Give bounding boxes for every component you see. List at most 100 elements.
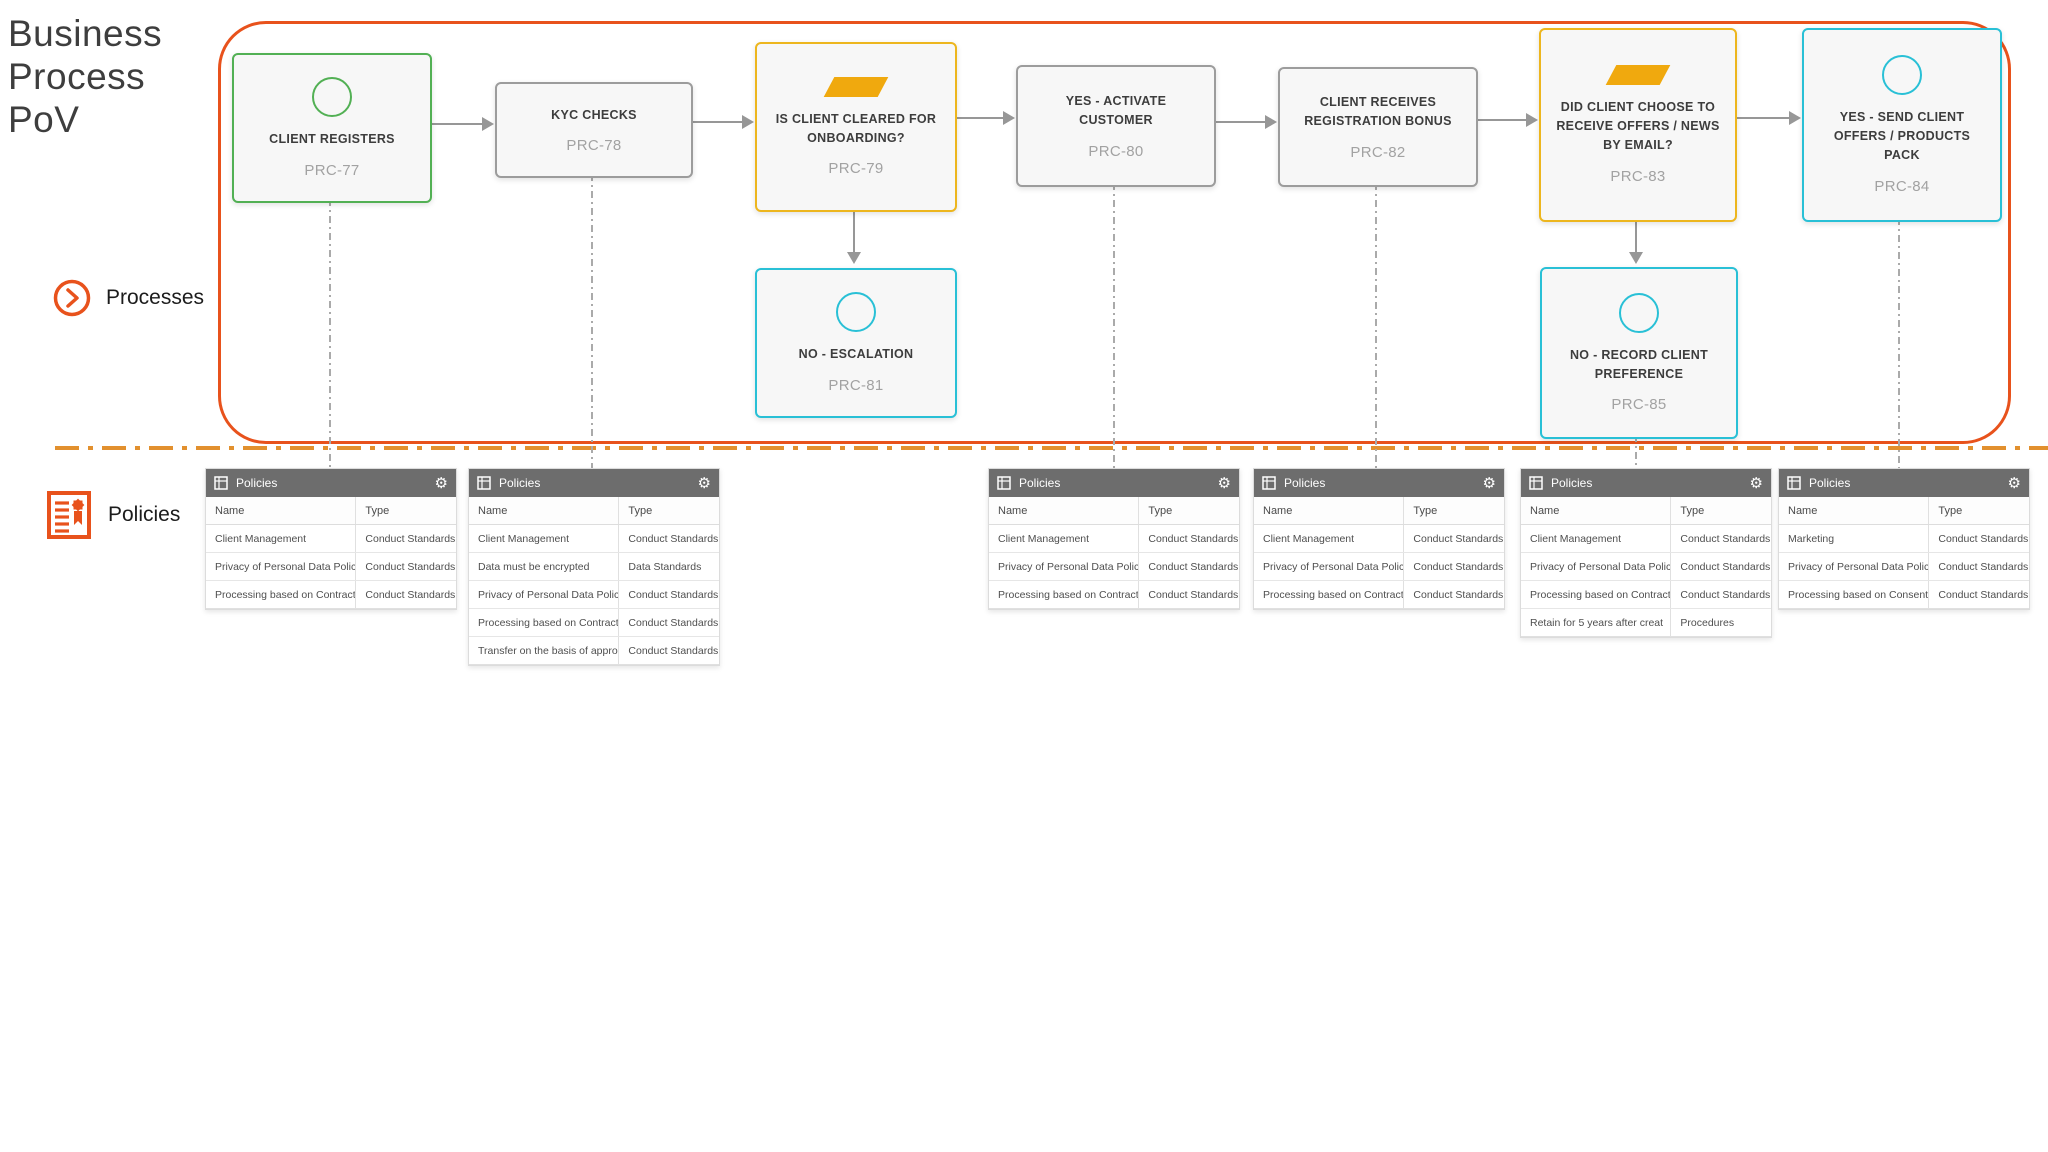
gear-icon[interactable]: ⚙ xyxy=(1217,474,1231,492)
policy-row[interactable]: Data must be encrypted Data Standards xyxy=(469,553,719,581)
policy-name-cell: Processing based on Contract xyxy=(1530,588,1671,601)
policy-name-cell: Marketing xyxy=(1788,532,1835,545)
policy-type-cell: Conduct Standards xyxy=(618,581,719,608)
table-icon xyxy=(1262,476,1276,490)
policy-name-cell: Processing based on Contract xyxy=(1263,588,1404,601)
process-node-label: YES - SEND CLIENT OFFERS / PRODUCTS PACK xyxy=(1833,110,1971,162)
node-to-table-connector xyxy=(1113,183,1115,468)
gear-icon[interactable]: ⚙ xyxy=(697,474,711,492)
arrow-head-icon xyxy=(1629,252,1643,264)
process-node-prc-83[interactable]: DID CLIENT CHOOSE TO RECEIVE OFFERS / NE… xyxy=(1539,28,1737,222)
arrow-shaft xyxy=(1475,118,1529,122)
policy-name-cell: Privacy of Personal Data Polic xyxy=(1530,560,1671,573)
process-node-code: PRC-83 xyxy=(1610,167,1666,185)
column-header-name: Name xyxy=(215,504,245,517)
process-node-prc-80[interactable]: YES - ACTIVATE CUSTOMER PRC-80 xyxy=(1016,65,1216,187)
policy-type-cell: Conduct Standards xyxy=(355,581,456,608)
process-node-label: YES - ACTIVATE CUSTOMER xyxy=(1065,94,1167,127)
arrow-head-icon xyxy=(1789,111,1801,125)
policy-type-cell: Conduct Standards xyxy=(1670,581,1771,608)
arrow-head-icon xyxy=(847,252,861,264)
page-title-line: Business xyxy=(8,13,163,54)
process-node-code: PRC-80 xyxy=(1088,142,1144,160)
process-node-label: IS CLIENT CLEARED FOR ONBOARDING? xyxy=(775,111,937,145)
policy-row[interactable]: Client Management Conduct Standards xyxy=(469,525,719,553)
table-icon xyxy=(1529,476,1543,490)
arrow-shaft xyxy=(1213,120,1268,124)
policy-type-cell: Conduct Standards xyxy=(1138,525,1239,552)
table-icon xyxy=(477,476,491,490)
policy-type-cell: Conduct Standards xyxy=(1138,553,1239,580)
legend-policies-label: Policies xyxy=(108,503,181,526)
policy-name-cell: Privacy of Personal Data Polic xyxy=(1788,560,1929,573)
process-node-prc-79[interactable]: IS CLIENT CLEARED FOR ONBOARDING?PRC-79 xyxy=(755,42,957,212)
table-icon xyxy=(214,476,228,490)
policy-row[interactable]: Marketing Conduct Standards xyxy=(1779,525,2029,553)
policy-name-cell: Client Management xyxy=(998,532,1090,545)
process-node-label: NO - RECORD CLIENT PREFERENCE xyxy=(1569,347,1709,381)
policy-type-cell: Conduct Standards xyxy=(1403,553,1504,580)
process-node-code: PRC-84 xyxy=(1874,177,1930,195)
flow-arrow-right xyxy=(1734,110,1801,126)
process-node-code: PRC-85 xyxy=(1611,396,1667,414)
policy-type-cell: Data Standards xyxy=(618,553,719,580)
process-node-code: PRC-78 xyxy=(566,137,622,155)
circle-icon xyxy=(312,77,352,118)
gear-icon[interactable]: ⚙ xyxy=(434,474,448,492)
process-node-prc-84[interactable]: YES - SEND CLIENT OFFERS / PRODUCTS PACK… xyxy=(1802,28,2002,222)
policy-type-cell: Conduct Standards xyxy=(1138,581,1239,608)
policy-type-cell: Conduct Standards xyxy=(1670,553,1771,580)
parallelogram-icon xyxy=(823,76,889,97)
policy-name-cell: Data must be encrypted xyxy=(478,560,590,573)
policy-document-icon xyxy=(47,491,91,539)
gear-icon[interactable]: ⚙ xyxy=(1749,474,1763,492)
policy-row[interactable]: Client Management Conduct Standards xyxy=(989,525,1239,553)
arrow-head-icon xyxy=(1526,113,1538,127)
gear-icon[interactable]: ⚙ xyxy=(1482,474,1496,492)
flow-arrow-right xyxy=(1475,112,1538,128)
policy-type-cell: Procedures xyxy=(1670,609,1771,636)
policy-type-cell: Conduct Standards xyxy=(618,525,719,552)
legend-processes: Processes xyxy=(52,278,204,318)
gear-icon[interactable]: ⚙ xyxy=(2007,474,2021,492)
policy-name-cell: Privacy of Personal Data Polic xyxy=(478,588,619,601)
process-node-prc-85[interactable]: NO - RECORD CLIENT PREFERENCE PRC-85 xyxy=(1540,267,1738,439)
column-header-name: Name xyxy=(998,504,1028,517)
column-header-type: Type xyxy=(618,497,719,524)
policy-type-cell: Conduct Standards xyxy=(355,525,456,552)
policy-type-cell: Conduct Standards xyxy=(1928,525,2029,552)
policy-table-title: Policies xyxy=(1019,476,1061,490)
column-header-name: Name xyxy=(478,504,508,517)
policy-name-cell: Privacy of Personal Data Polic xyxy=(998,560,1139,573)
policy-name-cell: Client Management xyxy=(478,532,570,545)
arrow-shaft xyxy=(690,120,745,124)
policy-name-cell: Client Management xyxy=(1263,532,1355,545)
policy-table-header: Policies⚙ xyxy=(1521,469,1771,497)
arrow-shaft xyxy=(954,116,1006,120)
